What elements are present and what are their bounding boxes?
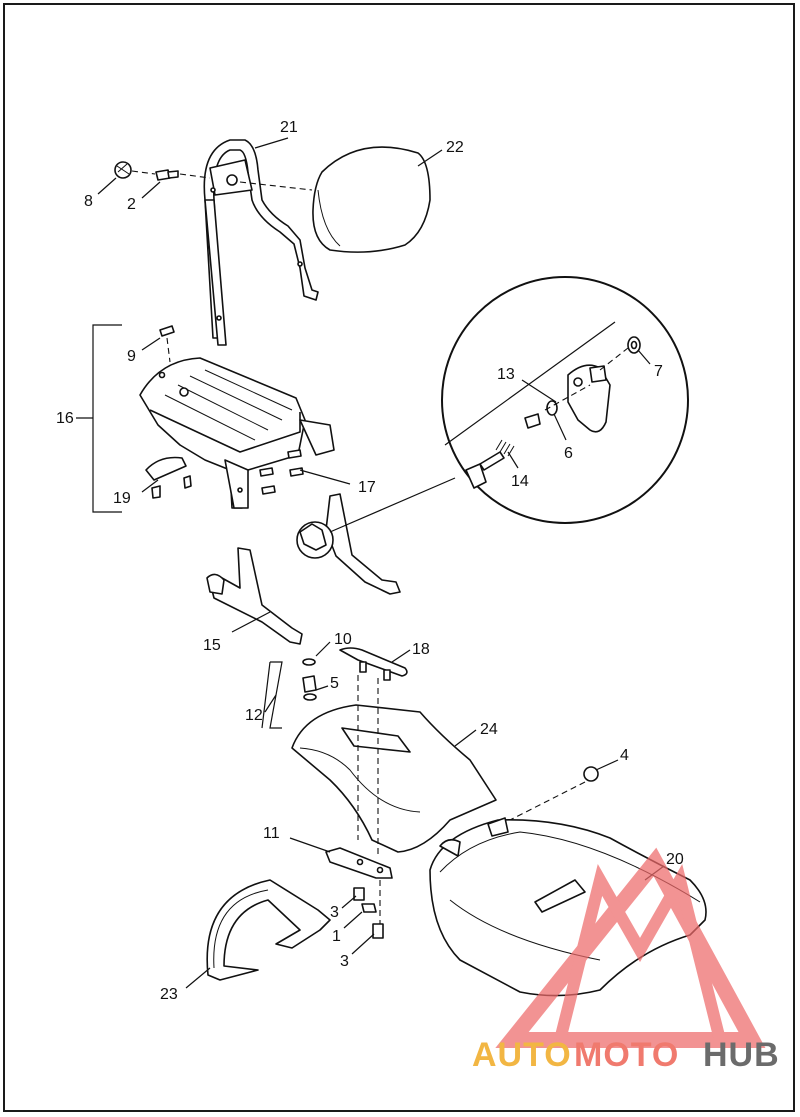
callout-8: 8 [84,193,93,210]
callout-9: 9 [127,348,136,365]
callout-5: 5 [330,675,339,692]
callout-16: 16 [56,410,74,427]
callout-24: 24 [480,721,498,738]
bracket-19 [145,456,192,499]
sissy-bar-upright [203,139,319,346]
callout-3-upper: 3 [330,904,339,921]
screw-3-lower [372,923,384,939]
callout-23: 23 [160,986,178,1003]
nut-1 [361,903,377,913]
callout-22: 22 [446,139,464,156]
pillion-seat [291,704,497,853]
handle-18 [339,647,408,681]
watermark-logo [495,847,766,1048]
knob-5 [302,675,317,701]
backrest-pad [312,146,431,253]
callout-17: 17 [358,479,376,496]
callout-18: 18 [412,641,430,658]
diagram-frame [3,3,795,1112]
seat-strap [206,879,331,981]
button-4 [583,766,599,782]
callout-2: 2 [127,196,136,213]
watermark-text-moto: MOTO [574,1036,679,1074]
callout-1: 1 [332,928,341,945]
callout-4: 4 [620,747,629,764]
callout-14: 14 [511,473,529,490]
watermark-text-auto: AUTO [472,1036,572,1074]
leader-lines [97,137,665,989]
latch-detail-view [441,276,689,524]
callout-21: 21 [280,119,298,136]
bolt-2 [155,169,179,181]
callout-7: 7 [654,363,663,380]
callout-labels: 21 22 8 2 9 16 19 17 13 7 6 14 15 10 18 … [56,119,684,1003]
callout-20: 20 [666,851,684,868]
callout-3-lower: 3 [340,953,349,970]
nut-8 [114,161,132,179]
callout-6: 6 [564,445,573,462]
screws-17 [259,449,304,495]
callout-15: 15 [203,637,221,654]
watermark-text-hub: HUB [703,1036,780,1074]
callout-19: 19 [113,490,131,507]
washer-10 [302,658,316,666]
luggage-rack [139,357,335,509]
callout-13: 13 [497,366,515,383]
callout-12: 12 [245,707,263,724]
side-plate-left [206,547,303,645]
bracket-11 [325,847,393,879]
screw-3-upper [353,887,365,901]
callout-10: 10 [334,631,352,648]
callout-11: 11 [263,825,280,842]
pin-9 [159,325,175,337]
side-plate-right [325,493,401,595]
